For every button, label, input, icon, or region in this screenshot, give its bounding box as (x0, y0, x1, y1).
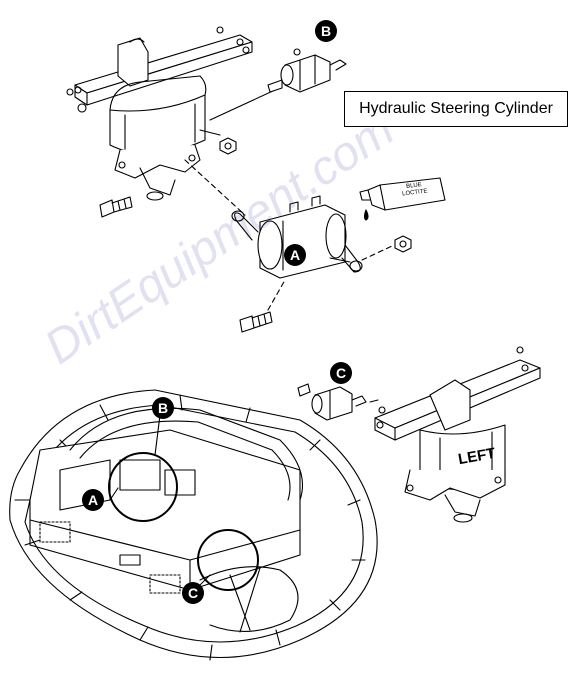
top-steering-assembly (66, 26, 276, 216)
callout-c-valve: C (330, 362, 352, 384)
machine-overview (9, 389, 378, 661)
callout-b-top: B (315, 20, 337, 42)
hydraulic-cylinder-a (231, 195, 363, 279)
nut-top (219, 137, 237, 155)
nut-right (361, 235, 412, 261)
valve-b-top (267, 48, 347, 93)
loctite-tube (359, 177, 446, 221)
bolt-lower (239, 279, 286, 333)
diagram-title: Hydraulic Steering Cylinder (344, 91, 568, 127)
callout-b-machine: B (152, 397, 174, 419)
leader-line (369, 399, 379, 403)
callout-c-machine: C (182, 582, 204, 604)
callout-a-cylinder: A (284, 244, 306, 266)
callout-a-machine: A (82, 489, 104, 511)
bolt-top-left (99, 196, 133, 218)
bottom-right-assembly (374, 346, 541, 523)
valve-c (297, 383, 367, 421)
